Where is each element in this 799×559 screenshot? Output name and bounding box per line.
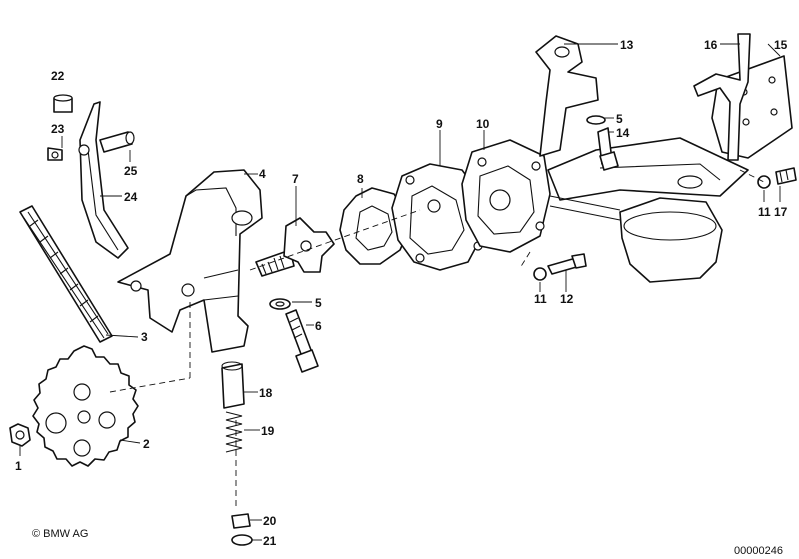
drive-sprocket bbox=[32, 345, 139, 467]
callout-19: 19 bbox=[261, 424, 275, 438]
bolt-17 bbox=[775, 167, 797, 185]
suction-pipe bbox=[535, 35, 749, 221]
washer-5b bbox=[586, 115, 606, 125]
callout-6: 6 bbox=[315, 319, 322, 333]
alignment-lines bbox=[109, 169, 765, 510]
callout-8: 8 bbox=[357, 172, 364, 186]
guide-pin bbox=[99, 131, 135, 153]
oil-strainer bbox=[619, 197, 723, 283]
support-bracket bbox=[711, 55, 793, 159]
pump-cover bbox=[391, 163, 485, 271]
pump-bracket bbox=[117, 169, 263, 353]
washer-5 bbox=[269, 298, 291, 310]
copyright-notice: © BMW AG bbox=[32, 528, 88, 540]
callout-4: 4 bbox=[259, 167, 266, 181]
washer-11b bbox=[757, 175, 771, 189]
chain-tensioner-rail bbox=[78, 101, 129, 259]
callout-24: 24 bbox=[124, 190, 138, 204]
callout-18: 18 bbox=[259, 386, 273, 400]
timing-chain bbox=[19, 205, 113, 343]
callout-13: 13 bbox=[620, 38, 634, 52]
spring-seat bbox=[231, 513, 251, 529]
callout-17: 17 bbox=[774, 205, 788, 219]
callout-11b: 11 bbox=[758, 205, 771, 219]
callout-labels: 1 2 3 4 5 6 7 8 9 10 11 12 13 5 14 15 16… bbox=[15, 38, 788, 548]
callout-25: 25 bbox=[124, 164, 138, 178]
bolt-14 bbox=[597, 127, 619, 171]
callout-3: 3 bbox=[141, 330, 148, 344]
sealing-ring bbox=[231, 534, 253, 546]
callout-10: 10 bbox=[476, 117, 490, 131]
leader-lines bbox=[19, 43, 781, 541]
callout-22: 22 bbox=[51, 69, 65, 83]
mounting-strap bbox=[693, 33, 751, 161]
drive-gear bbox=[255, 217, 335, 277]
bolt-12 bbox=[547, 253, 587, 275]
callout-21: 21 bbox=[263, 534, 277, 548]
bolt-6 bbox=[285, 309, 319, 373]
pump-body bbox=[461, 139, 551, 253]
callout-2: 2 bbox=[143, 437, 150, 451]
retaining-clip bbox=[47, 147, 63, 161]
callout-23: 23 bbox=[51, 122, 65, 136]
relief-plunger bbox=[221, 361, 245, 409]
callout-5b: 5 bbox=[616, 112, 623, 126]
callout-15: 15 bbox=[774, 38, 788, 52]
relief-spring bbox=[225, 411, 243, 453]
callout-14: 14 bbox=[616, 126, 630, 140]
sprocket-nut bbox=[9, 423, 31, 447]
bushing bbox=[53, 94, 73, 113]
callout-16: 16 bbox=[704, 38, 718, 52]
callout-12: 12 bbox=[560, 292, 574, 306]
callout-20: 20 bbox=[263, 514, 277, 528]
callout-5: 5 bbox=[315, 296, 322, 310]
callout-11a: 11 bbox=[534, 292, 547, 306]
image-number: 00000246 bbox=[734, 545, 783, 557]
callout-1: 1 bbox=[15, 459, 22, 473]
washer-11 bbox=[533, 267, 547, 281]
callout-7: 7 bbox=[292, 172, 299, 186]
callout-9: 9 bbox=[436, 117, 443, 131]
